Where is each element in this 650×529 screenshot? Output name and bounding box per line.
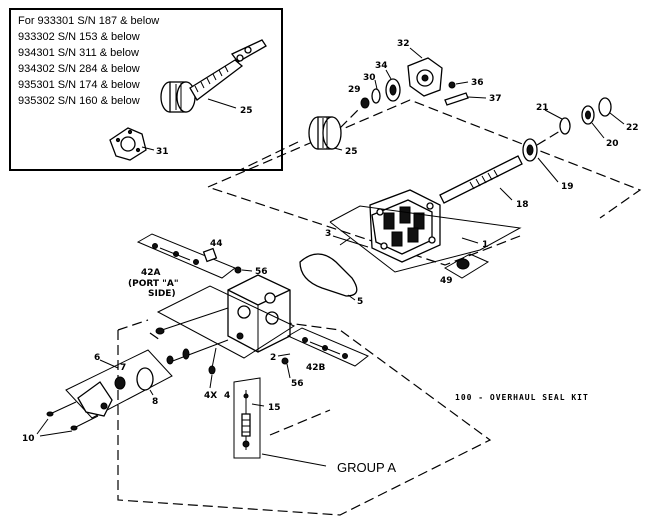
top-parts — [360, 57, 469, 109]
axis-line-top — [339, 107, 361, 129]
rotor-25 — [308, 116, 342, 150]
callout-20: 20 — [606, 139, 619, 149]
group-a-label: GROUP A — [337, 460, 396, 475]
leader-30 — [374, 79, 378, 90]
gasket-5 — [299, 253, 358, 297]
callout-37: 37 — [489, 94, 502, 104]
callout-18: 18 — [516, 200, 529, 210]
pins-10 — [46, 401, 99, 431]
screw-4 — [211, 347, 217, 369]
housing-plane — [329, 205, 522, 273]
side-label: SIDE) — [148, 289, 176, 299]
bolt-lower — [169, 339, 229, 363]
callout-36: 36 — [471, 78, 484, 88]
callout-7: 7 — [120, 363, 126, 373]
inset-plate-drawing — [109, 127, 147, 161]
leader-56 — [241, 269, 253, 272]
leader-10a — [36, 418, 49, 435]
leader-5 — [347, 294, 356, 301]
part-56-top — [234, 266, 242, 274]
inset-box: For 933301 S/N 187 & below 933302 S/N 15… — [9, 8, 283, 171]
inset-line-5: 935301 S/N 174 & below — [18, 79, 140, 91]
valve-plane — [156, 285, 296, 359]
inset-label-25: 25 — [240, 106, 253, 116]
inset-shaft-drawing — [160, 39, 267, 113]
leader-4 — [209, 374, 213, 389]
leader-10b — [39, 430, 73, 437]
leader-36 — [455, 81, 469, 85]
callout-1: 1 — [482, 240, 488, 250]
cover-assembly — [65, 349, 173, 419]
inset-leader-31 — [141, 146, 155, 151]
axis-line-right — [536, 130, 561, 146]
callout-4: 4 — [224, 391, 230, 401]
part-44 — [202, 247, 218, 263]
valve-block — [227, 274, 291, 353]
inset-line-6: 935302 S/N 160 & below — [18, 95, 140, 107]
leader-3 — [332, 235, 369, 248]
leader-56b — [286, 363, 291, 379]
cartridge-15 — [233, 377, 261, 459]
callout-22: 22 — [626, 123, 639, 133]
plate-42b — [286, 327, 369, 367]
leader-15 — [251, 403, 265, 407]
leader-1 — [461, 237, 479, 244]
callout-5: 5 — [357, 297, 363, 307]
leader-2 — [277, 353, 291, 357]
part-49 — [443, 253, 490, 279]
callout-10: 10 — [22, 434, 35, 444]
leader-19 — [537, 157, 559, 183]
callout-32: 32 — [397, 39, 410, 49]
callout-21: 21 — [536, 103, 549, 113]
leader-6 — [99, 359, 119, 369]
callout-29: 29 — [348, 85, 361, 95]
leader-32 — [409, 47, 423, 59]
plate-42a — [136, 233, 236, 279]
callout-19: 19 — [561, 182, 574, 192]
inset-line-2: 933302 S/N 153 & below — [18, 31, 140, 43]
leader-8 — [149, 389, 154, 396]
leader-3b — [339, 237, 351, 246]
inset-label-31: 31 — [156, 147, 169, 157]
group-outlines — [117, 99, 642, 516]
callout-42a: 42A — [141, 268, 161, 278]
callout-6: 6 — [94, 353, 100, 363]
callout-56b: 56 — [291, 379, 304, 389]
callout-25: 25 — [345, 147, 358, 157]
leader-25 — [333, 147, 343, 151]
overhaul-seal-kit-note: 100 - OVERHAUL SEAL KIT — [455, 393, 589, 402]
callout-15: 15 — [268, 403, 281, 413]
part-56-bottom — [281, 357, 289, 365]
callout-3: 3 — [325, 229, 331, 239]
leader-group-a — [261, 453, 327, 467]
inset-line-4: 934302 S/N 284 & below — [18, 63, 140, 75]
callout-8: 8 — [152, 397, 158, 407]
callout-30: 30 — [363, 73, 376, 83]
callout-56: 56 — [255, 267, 268, 277]
callout-44: 44 — [210, 239, 223, 249]
axis-line-rotor — [239, 141, 299, 171]
leader-20 — [591, 122, 605, 139]
leader-34 — [385, 69, 392, 80]
callout-49: 49 — [440, 276, 453, 286]
callout-2: 2 — [270, 353, 276, 363]
inset-line-1: For 933301 S/N 187 & below — [18, 15, 159, 27]
right-parts — [439, 97, 612, 204]
port-label: (PORT "A" — [128, 279, 179, 289]
bolt-upper — [161, 307, 229, 331]
leader-22 — [609, 112, 625, 125]
inset-line-3: 934301 S/N 311 & below — [18, 47, 139, 59]
leader-18 — [499, 187, 513, 201]
inset-leader-25 — [207, 98, 237, 109]
main-housing — [369, 189, 441, 263]
callout-4x: 4X — [204, 391, 217, 401]
callout-42b: 42B — [306, 363, 326, 373]
callout-34: 34 — [375, 61, 388, 71]
leader-37 — [467, 96, 487, 99]
leader-21 — [544, 109, 563, 120]
